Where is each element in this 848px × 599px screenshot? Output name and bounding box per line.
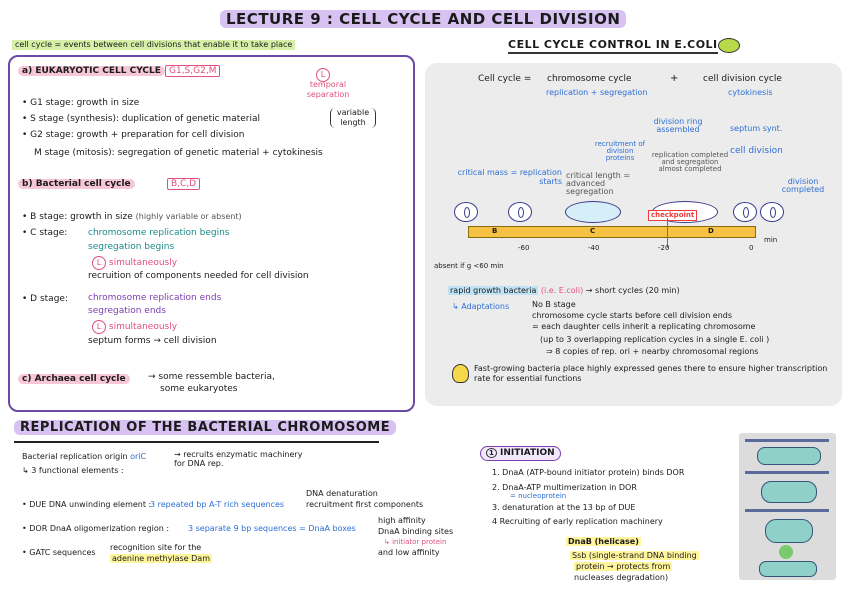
lightbulb-icon [452,364,469,383]
segment-c: C [590,227,596,235]
tick-40: -40 [588,244,600,252]
archaea-text-1: → some ressemble bacteria, [148,372,275,382]
initiation-heading: 1 INITIATION [480,446,561,461]
eukaryotic-phases: G1,S,G2,M [165,65,221,77]
ssb-line-3: nucleases degradation) [574,573,669,582]
archaea-heading: c) Archaea cell cycle [18,374,130,385]
d-stage: • D stage: [22,294,68,304]
clock-icon: L [316,62,330,82]
tick-20: -20 [658,244,670,252]
tick-0: 0 [749,244,754,252]
cell-division-note: cell division [730,146,783,156]
eukaryotic-heading: a) EUKARYOTIC CELL CYCLE [18,66,165,77]
critical-length-note: critical length = advanced segregation [566,171,631,196]
replication-completed-note: replication completed and segregation al… [651,151,729,173]
ssb-line-2: protein → protects from [574,562,673,571]
septum-note: septum synt. [730,124,783,133]
due-result-1: DNA denaturation [306,489,378,498]
cell-cycle-definition: cell cycle = events between cell divisio… [12,40,296,50]
fast-growing-note: Fast-growing bacteria place highly expre… [474,364,828,383]
d-septum: septum forms → cell division [88,336,217,346]
variable-length-note: variable length [330,108,376,128]
initiation-mechanism-diagram [739,433,836,580]
b-stage: • B stage: growth in size (highly variab… [22,212,242,222]
s-stage: • S stage (synthesis): duplication of ge… [22,114,260,124]
archaea-text-2: some eukaryotes [160,384,238,394]
adaptation-3: = each daughter cells inherit a replicat… [532,322,756,331]
ssb-line-1: Ssb (single-strand DNA binding [570,551,699,560]
due-label: • DUE DNA unwinding element : [22,500,152,509]
gatc-desc-1: recognition site for the [110,543,202,552]
checkpoint-line [667,218,668,248]
cell-icon-3 [565,201,621,223]
segment-b: B [492,227,498,235]
origin-recruits: → recruits enzymatic machinery for DNA r… [174,450,303,468]
replication-underline [14,441,379,443]
control-heading: CELL CYCLE CONTROL IN E.COLI [508,38,718,54]
origin-line: Bacterial replication origin oriC [22,452,147,461]
gatc-desc-2: adenine methylase Dam [110,554,212,563]
division-ring-note: division ring assembled [653,117,703,134]
dor-result-1: high affinity [378,516,426,525]
dor-description: 3 separate 9 bp sequences = DnaA boxes [188,524,356,533]
ecoli-icon [718,38,740,53]
init-step-4: 4 Recruiting of early replication machin… [492,517,663,526]
adaptation-2: chromosome cycle starts before cell divi… [532,311,733,320]
c-stage: • C stage: [22,228,68,238]
dor-label: • DOR DnaA oligomerization region : [22,524,170,533]
init-step-3: 3. denaturation at the 13 bp of DUE [492,503,636,512]
bacterial-phases: B,C,D [167,178,201,190]
due-result-2: recruitment first components [306,500,424,509]
cell-cycle-eq-label: Cell cycle = [478,74,532,84]
d-simultaneously: L simultaneously [92,320,177,334]
chromosome-cycle: chromosome cycle [547,74,632,84]
absent-note: absent if g <60 min [434,262,504,270]
timeline-bar [468,226,756,238]
c-replication: chromosome replication begins [88,228,230,238]
m-stage: M stage (mitosis): segregation of geneti… [34,148,323,158]
g1-stage: • G1 stage: growth in size [22,98,140,108]
tick-60: -60 [518,244,530,252]
dor-result-2: DnaA binding sites [378,527,454,536]
cytokinesis-label: cytokinesis [728,88,773,97]
adaptation-1: No B stage [532,300,576,309]
dor-result-3: ↳ initiator protein [384,538,447,546]
cell-cycle-types-panel [8,55,415,412]
segment-d: D [708,227,714,235]
c-simultaneously: L simultaneously [92,256,177,270]
cell-icon-1 [454,202,478,222]
init-step-1: 1. DnaA (ATP-bound initiator protein) bi… [492,468,685,477]
checkpoint-label: checkpoint [648,210,698,221]
replication-segregation: replication + segregation [546,88,648,97]
min-label: min [764,236,778,244]
bacterial-heading: b) Bacterial cell cycle [18,179,135,190]
g2-stage: • G2 stage: growth + preparation for cel… [22,130,245,140]
adaptation-4: (up to 3 overlapping replication cycles … [540,335,770,344]
due-description: 3 repeated bp A-T rich sequences [150,500,285,509]
init-step-2: 2. DnaA-ATP multimerization in DOR [492,483,637,492]
cell-icon-6 [760,202,784,222]
d-replication: chromosome replication ends [88,293,222,303]
critical-mass-note: critical mass = replication starts [457,168,562,186]
temporal-separation-note: temporal separation [306,80,350,99]
cell-icon-5 [733,202,757,222]
c-recruition: recruition of components needed for cell… [88,271,309,281]
rapid-growth: rapid growth bacteria (i.e. E.coli) → sh… [448,286,680,295]
init-step-2b: = nucleoprotein [510,492,567,500]
d-segregation: segregation ends [88,306,166,316]
adaptations-label: ↳ Adaptations [452,302,510,311]
dnab-helicase: DnaB (helicase) [566,537,641,546]
gatc-label: • GATC sequences [22,548,96,557]
division-cycle: cell division cycle [703,74,782,84]
dor-result-4: and low affinity [378,548,440,557]
recruitment-note: recruitment of division proteins [594,140,646,162]
cell-icon-2 [508,202,532,222]
c-segregation: segregation begins [88,242,175,252]
plus-sign: + [670,73,679,84]
functional-elements: ↳ 3 functional elements : [22,466,124,475]
replication-heading: REPLICATION OF THE BACTERIAL CHROMOSOME [14,419,397,437]
division-completed-note: division completed [781,177,825,194]
adaptation-5: ⇒ 8 copies of rep. ori + nearby chromoso… [546,347,759,356]
page-title: LECTURE 9 : CELL CYCLE AND CELL DIVISION [220,8,627,30]
